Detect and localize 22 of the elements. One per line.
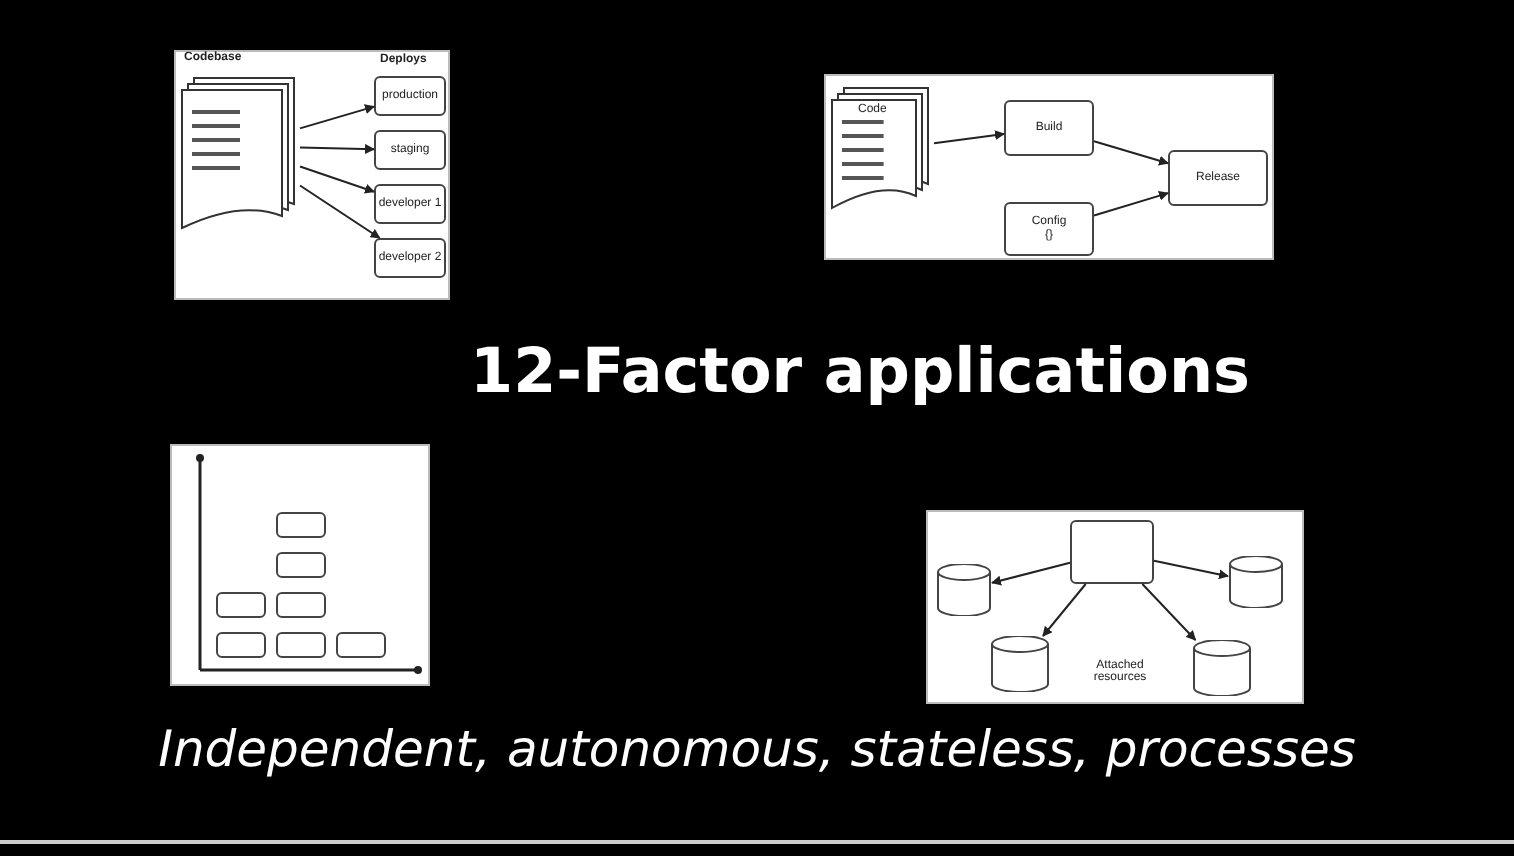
process-box [216, 592, 266, 618]
process-box [1004, 202, 1094, 256]
process-box [216, 632, 266, 658]
title: 12-Factor applications [468, 336, 1252, 408]
arrow [1042, 583, 1087, 637]
caption: Independent, autonomous, stateless, processes [156, 720, 1358, 778]
arrow [299, 165, 375, 194]
arrow [1153, 559, 1229, 580]
arrow [933, 130, 1005, 145]
process-box [276, 552, 326, 578]
arrow [991, 561, 1071, 586]
arrow [1093, 140, 1169, 166]
process-box [1070, 520, 1154, 584]
arrow [1093, 190, 1169, 217]
process-box [276, 592, 326, 618]
process-box [276, 512, 326, 538]
process-box [276, 632, 326, 658]
process-box [336, 632, 386, 658]
arrow [299, 184, 381, 239]
arrow [299, 143, 375, 154]
arrow [1141, 583, 1197, 641]
arrow [299, 104, 375, 130]
